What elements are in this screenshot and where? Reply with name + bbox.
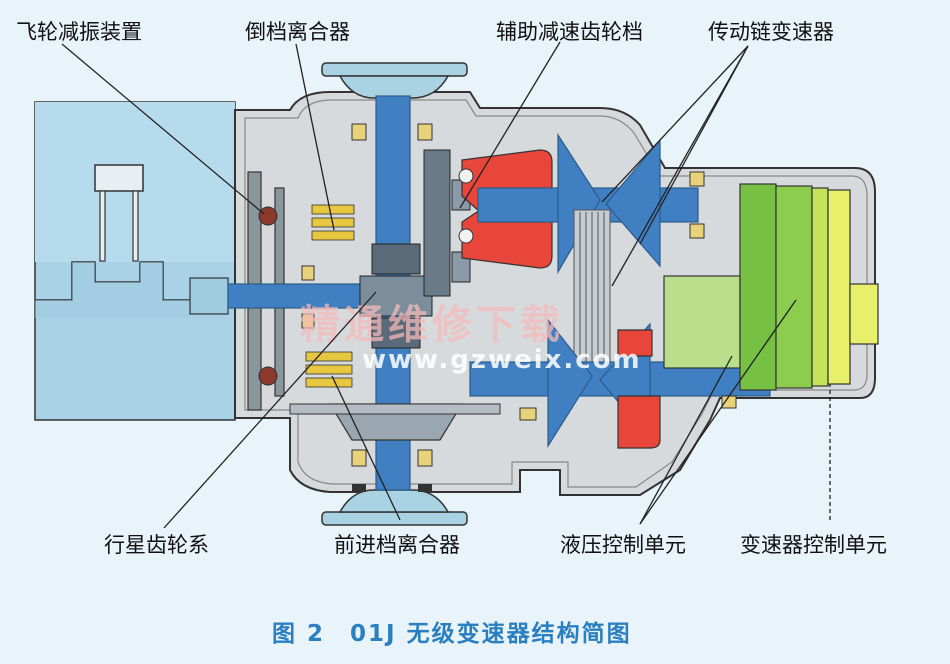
hydraulic-control-unit — [663, 275, 741, 369]
drive-chain — [573, 209, 611, 381]
watermark-cn: 精通维修下载 — [300, 302, 564, 348]
watermark: 精通维修下载 www.gzweix.com — [300, 302, 642, 375]
label-forward-clutch: 前进档离合器 — [334, 533, 460, 557]
planetary-gearset — [359, 243, 433, 349]
forward-clutch — [305, 351, 353, 388]
figure-caption: 图 2 01J 无级变速器结构简图 — [272, 620, 632, 647]
bearings — [301, 171, 737, 421]
engine-block — [34, 101, 236, 421]
label-flywheel-damper: 飞轮减振装置 — [16, 20, 142, 44]
label-aux-reduction-gear: 辅助减速齿轮档 — [496, 20, 643, 44]
label-transmission-control: 变速器控制单元 — [740, 533, 887, 557]
watermark-url: www.gzweix.com — [362, 345, 642, 375]
secondary-hydraulic-piston — [617, 329, 661, 449]
aux-reduction-gear — [423, 149, 471, 297]
label-chain-variator: 传动链变速器 — [708, 20, 834, 44]
label-hydraulic-control: 液压控制单元 — [560, 533, 686, 557]
leader-lines — [61, 41, 831, 529]
differential-gear — [289, 403, 501, 441]
top-flange — [321, 62, 468, 99]
bottom-flange — [321, 489, 468, 526]
label-reverse-clutch: 倒档离合器 — [245, 20, 350, 44]
label-planetary-gear: 行星齿轮系 — [104, 533, 209, 557]
